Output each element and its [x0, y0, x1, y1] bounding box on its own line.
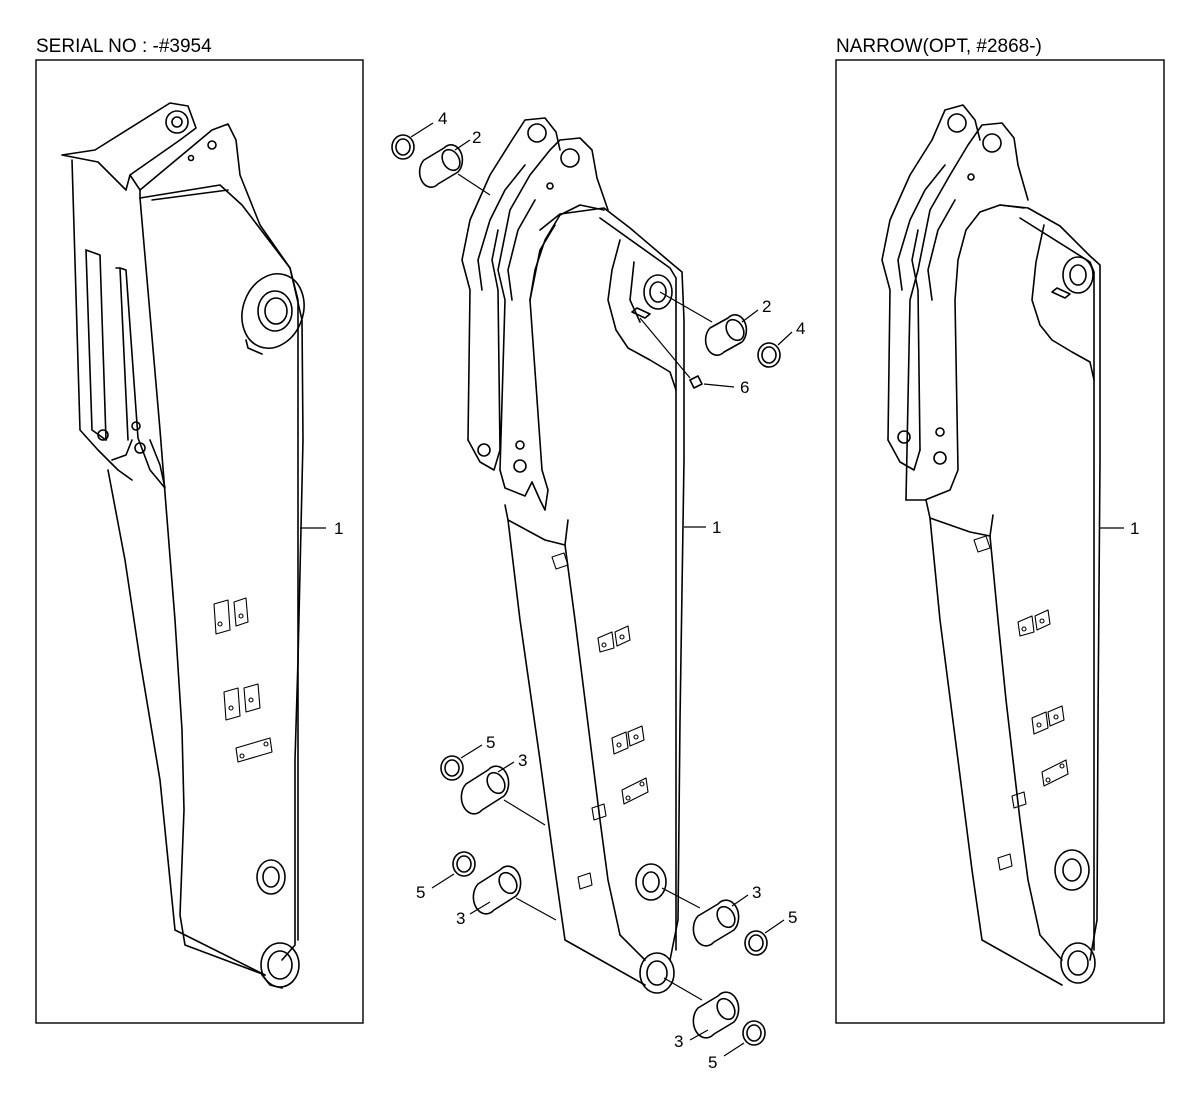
callout-bush-mid-upper: 3 [518, 751, 527, 770]
right-arm [881, 104, 1101, 986]
callout-right-arm: 1 [1130, 519, 1139, 538]
callout-shim-bottom: 5 [708, 1053, 717, 1072]
left-panel-title: SERIAL NO : -#3954 [36, 36, 212, 57]
callout-shim-right-mid: 5 [788, 908, 797, 927]
callout-shim-mid-upper: 5 [486, 733, 495, 752]
left-arm [61, 102, 305, 989]
mid-upper-bush-set: 5 3 [440, 733, 546, 826]
callout-bush-top-left: 2 [472, 128, 481, 147]
callout-bush-mid-lower: 3 [456, 909, 465, 928]
mid-lower-bush-set: 5 3 [416, 851, 557, 928]
grease-fitting-set: 6 [639, 317, 749, 397]
callout-shim-top-right: 4 [796, 319, 805, 338]
callout-shim-top-left: 4 [438, 109, 447, 128]
right-panel-frame [835, 59, 1165, 1024]
top-left-bush-set: 4 2 [391, 109, 491, 196]
top-right-bush-set: 2 4 [659, 291, 805, 368]
callout-bush-top-right: 2 [762, 297, 771, 316]
center-arm [461, 117, 685, 994]
callout-shim-mid-lower: 5 [416, 883, 425, 902]
bottom-bush-set: 3 5 [663, 977, 766, 1072]
right-mid-bush-set: 3 5 [661, 883, 797, 956]
callout-center-arm: 1 [712, 518, 721, 537]
callout-left-arm: 1 [334, 519, 343, 538]
callout-bush-bottom: 3 [674, 1032, 683, 1051]
left-panel-frame [35, 59, 364, 1024]
right-panel-title: NARROW(OPT, #2868-) [836, 36, 1042, 57]
callout-grease-fitting: 6 [740, 378, 749, 397]
callout-bush-right-mid: 3 [752, 883, 761, 902]
